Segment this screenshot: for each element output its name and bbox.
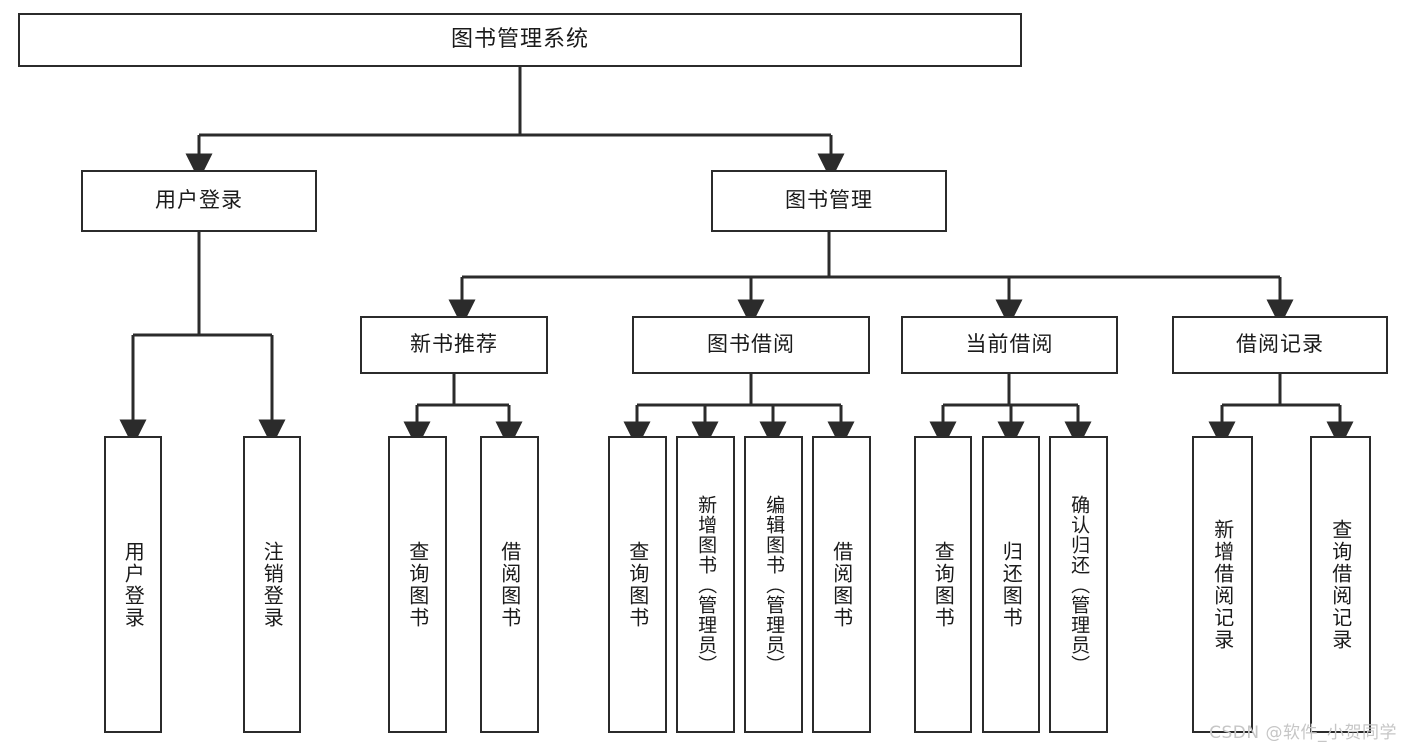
leaf-query-book-recommend[interactable]: 查询图书 (388, 436, 447, 733)
leaf-label: 查询图书 (405, 540, 430, 629)
leaf-add-borrow-record[interactable]: 新增借阅记录 (1192, 436, 1253, 733)
node-book-borrow[interactable]: 图书借阅 (632, 316, 870, 374)
leaf-label: 新增图书（管理员） (695, 494, 718, 675)
leaf-confirm-return-admin[interactable]: 确认归还（管理员） (1049, 436, 1108, 733)
node-current-borrow[interactable]: 当前借阅 (901, 316, 1118, 374)
leaf-label: 查询图书 (625, 540, 650, 629)
watermark-text: CSDN @软件_小贺同学 (1209, 723, 1397, 743)
leaf-label: 新增借阅记录 (1210, 518, 1235, 651)
leaf-label: 用户登录 (121, 540, 146, 629)
leaf-edit-book-admin[interactable]: 编辑图书（管理员） (744, 436, 803, 733)
leaf-logout-login[interactable]: 注销登录 (243, 436, 301, 733)
leaf-label: 查询图书 (931, 540, 956, 629)
leaf-add-book-admin[interactable]: 新增图书（管理员） (676, 436, 735, 733)
node-user-login-label: 用户登录 (155, 188, 243, 213)
leaf-label: 归还图书 (999, 540, 1024, 629)
node-new-book-recommend-label: 新书推荐 (410, 332, 498, 357)
leaf-label: 借阅图书 (497, 540, 522, 629)
node-borrow-records-label: 借阅记录 (1236, 332, 1324, 357)
leaf-query-book-current[interactable]: 查询图书 (914, 436, 972, 733)
leaf-label: 注销登录 (260, 540, 285, 629)
leaf-user-login[interactable]: 用户登录 (104, 436, 162, 733)
leaf-return-book[interactable]: 归还图书 (982, 436, 1040, 733)
node-borrow-records[interactable]: 借阅记录 (1172, 316, 1388, 374)
node-root-label: 图书管理系统 (450, 26, 589, 52)
leaf-borrow-book-recommend[interactable]: 借阅图书 (480, 436, 539, 733)
node-current-borrow-label: 当前借阅 (965, 332, 1054, 357)
leaf-query-book-borrow[interactable]: 查询图书 (608, 436, 667, 733)
node-book-management[interactable]: 图书管理 (711, 170, 947, 232)
leaf-label: 编辑图书（管理员） (763, 494, 786, 675)
node-root[interactable]: 图书管理系统 (18, 13, 1022, 67)
leaf-label: 确认归还（管理员） (1068, 494, 1091, 675)
node-user-login[interactable]: 用户登录 (81, 170, 317, 232)
node-new-book-recommend[interactable]: 新书推荐 (360, 316, 548, 374)
leaf-label: 查询借阅记录 (1328, 518, 1353, 651)
node-book-borrow-label: 图书借阅 (707, 332, 795, 357)
leaf-borrow-book[interactable]: 借阅图书 (812, 436, 871, 733)
node-book-management-label: 图书管理 (785, 188, 873, 213)
leaf-query-borrow-record[interactable]: 查询借阅记录 (1310, 436, 1371, 733)
leaf-label: 借阅图书 (829, 540, 854, 629)
